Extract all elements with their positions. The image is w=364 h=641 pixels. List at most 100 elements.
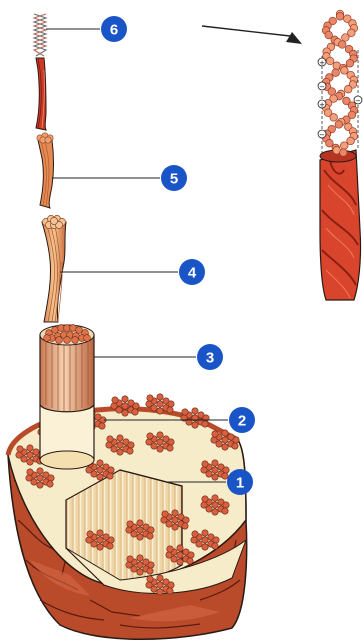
svg-text:−: − bbox=[355, 97, 361, 105]
fibre-dot bbox=[162, 511, 168, 517]
fibre-dot bbox=[45, 137, 51, 143]
fibre-dot bbox=[99, 423, 105, 429]
fibre-dot bbox=[212, 495, 218, 501]
callout-6-label: 6 bbox=[110, 22, 118, 39]
myofibril bbox=[37, 133, 54, 208]
fibre-dot bbox=[122, 396, 128, 402]
fibre-dot bbox=[157, 432, 163, 438]
fibre-dot bbox=[137, 520, 143, 526]
fibre-dot bbox=[212, 502, 218, 508]
fibre-dot bbox=[147, 576, 153, 582]
fibre-dot bbox=[187, 558, 193, 564]
fibre-dot bbox=[137, 569, 143, 575]
myofilament bbox=[34, 14, 46, 130]
fibre-dot bbox=[146, 401, 152, 407]
fibre-dot bbox=[147, 433, 153, 439]
actin-detail-inset: + − + − − bbox=[202, 10, 362, 300]
fibre-dot bbox=[127, 556, 133, 562]
fibre-dot bbox=[347, 137, 355, 145]
fibre-dot bbox=[212, 543, 218, 549]
fibre-dot bbox=[117, 449, 123, 455]
callout-4-label: 4 bbox=[188, 265, 197, 282]
fibre-dot bbox=[177, 552, 183, 558]
fibre-dot bbox=[128, 442, 134, 448]
fibre-dot bbox=[97, 474, 103, 480]
fibre-dot bbox=[177, 559, 183, 565]
fibre-dot bbox=[167, 588, 173, 594]
fibre-dot bbox=[97, 530, 103, 536]
fibre-dot bbox=[137, 534, 143, 540]
fibre-dot bbox=[192, 408, 198, 414]
callout-6: 6 bbox=[101, 16, 127, 42]
fibre-dot bbox=[326, 139, 334, 147]
fibre-dot bbox=[97, 544, 103, 550]
fibre-dot bbox=[126, 562, 132, 568]
fibre-dot bbox=[122, 410, 128, 416]
fibre-dot bbox=[222, 444, 228, 450]
callout-1: 1 bbox=[227, 469, 253, 495]
svg-text:+: + bbox=[319, 101, 325, 109]
charge-marker: − bbox=[318, 130, 326, 139]
fibre-dot bbox=[188, 552, 194, 558]
fibre-dot bbox=[167, 445, 173, 451]
fibre-dot bbox=[212, 431, 218, 437]
fibre-dot bbox=[157, 408, 163, 414]
arrow-icon bbox=[202, 26, 290, 36]
fibre-dot bbox=[146, 582, 152, 588]
fibre-dot bbox=[137, 562, 143, 568]
fibre-dot bbox=[44, 335, 51, 342]
fibre-dot bbox=[167, 407, 173, 413]
fibre-dot bbox=[338, 41, 346, 49]
fibre-dot bbox=[223, 467, 229, 473]
fibre-dot bbox=[47, 481, 53, 487]
whole-muscle bbox=[8, 394, 247, 639]
fibre-dot bbox=[146, 439, 152, 445]
fibre-dot bbox=[148, 562, 154, 568]
fibre-dot bbox=[108, 537, 114, 543]
fibre-dot bbox=[87, 531, 93, 537]
fibre-dot bbox=[132, 409, 138, 415]
fibre-dot bbox=[72, 337, 79, 344]
fibre-dot bbox=[112, 397, 118, 403]
fibre-dot bbox=[212, 474, 218, 480]
fibre-dot bbox=[127, 448, 133, 454]
fibre-dot bbox=[157, 394, 163, 400]
fibre-dot bbox=[50, 217, 57, 224]
fibre-dot bbox=[147, 568, 153, 574]
fibre-dot bbox=[172, 510, 178, 516]
fibre-dot bbox=[37, 475, 43, 481]
fibre-dot bbox=[202, 537, 208, 543]
fibre-dot bbox=[202, 421, 208, 427]
svg-text:−: − bbox=[319, 83, 325, 91]
fibre-dot bbox=[336, 12, 344, 20]
fibre-dot bbox=[106, 442, 112, 448]
charge-marker: + bbox=[318, 58, 326, 67]
fibre-dot bbox=[202, 530, 208, 536]
fibre-dot bbox=[335, 121, 343, 129]
callout-2: 2 bbox=[229, 407, 255, 433]
callout-5-label: 5 bbox=[170, 171, 178, 188]
fibre-dot bbox=[157, 446, 163, 452]
fibre-dot bbox=[222, 508, 228, 514]
fibre-dot bbox=[332, 69, 340, 77]
fibre-dot bbox=[168, 401, 174, 407]
fibre-dot bbox=[182, 523, 188, 529]
fibre-top-myofibrils bbox=[42, 215, 65, 228]
fibre-dot bbox=[222, 430, 228, 436]
fibre-dot bbox=[27, 469, 33, 475]
fibre-dot bbox=[202, 496, 208, 502]
fibre-dot bbox=[27, 459, 33, 465]
fibre-dot bbox=[340, 149, 348, 157]
fibre-dot bbox=[201, 467, 207, 473]
fibre-dot bbox=[212, 509, 218, 515]
fibre-dot bbox=[161, 517, 167, 523]
fibre-dot bbox=[183, 517, 189, 523]
fibre-dot bbox=[328, 88, 336, 96]
svg-text:+: + bbox=[319, 59, 325, 67]
fibre-dot bbox=[177, 545, 183, 551]
actin-bead-chain bbox=[322, 10, 358, 156]
fibre-dot bbox=[213, 537, 219, 543]
fibre-dot bbox=[16, 452, 22, 458]
fibre-dot bbox=[37, 468, 43, 474]
